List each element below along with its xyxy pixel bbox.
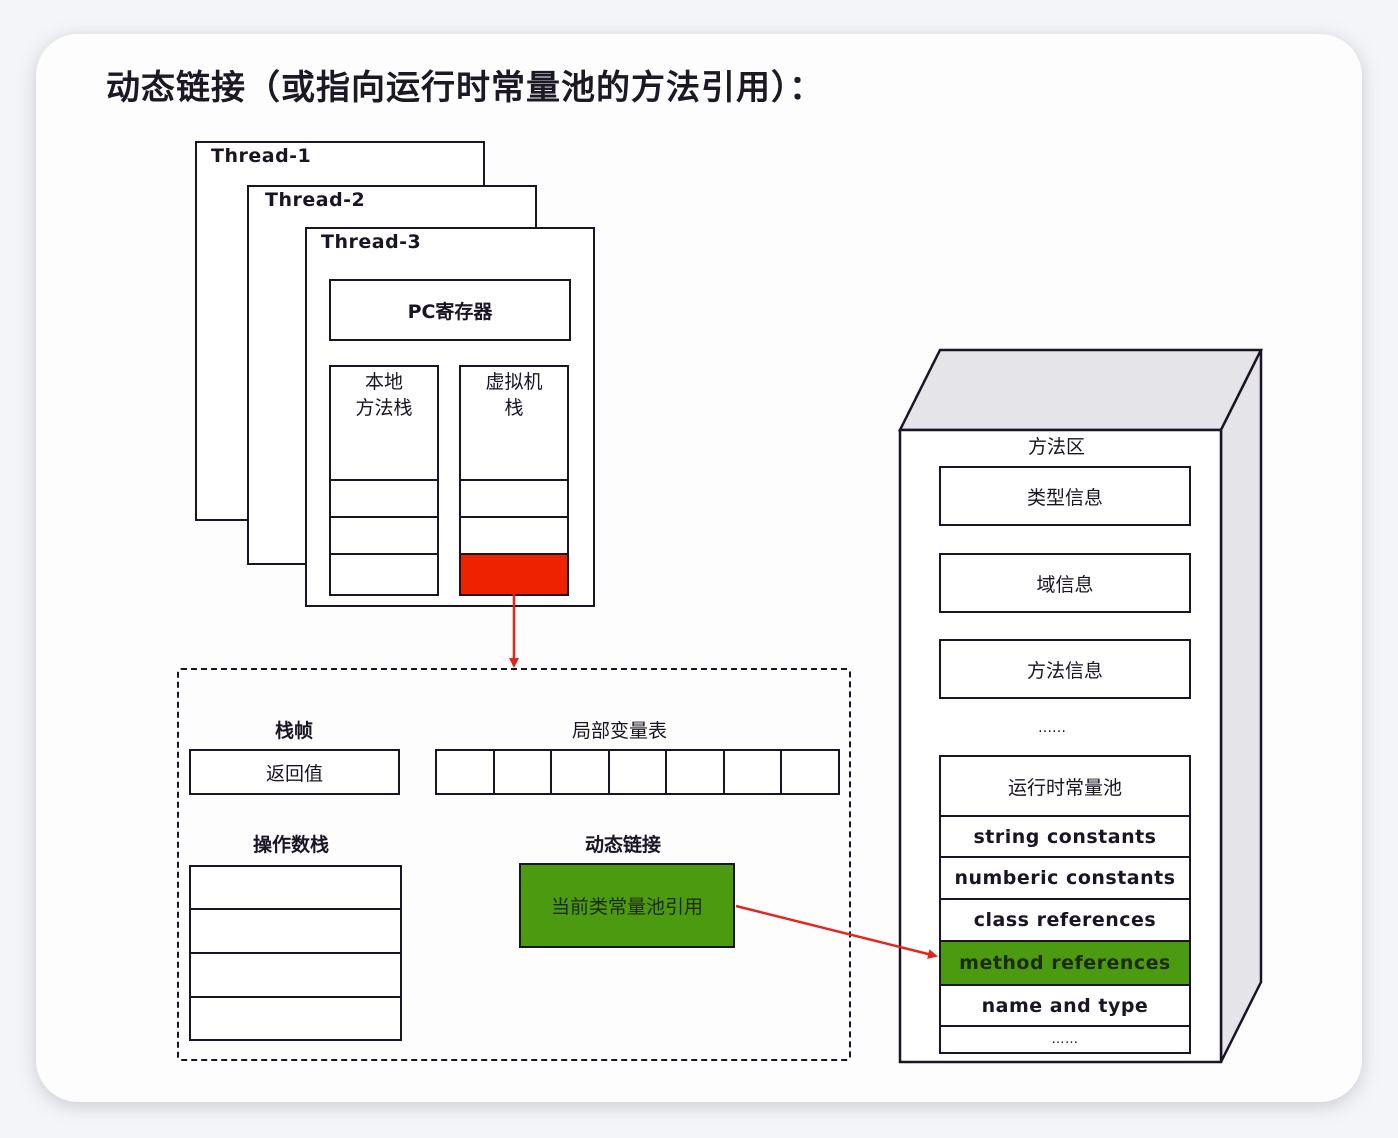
vm-stack-frame-current: [461, 553, 567, 594]
vm-stack-frame: [461, 479, 567, 516]
thread-2-label: Thread-2: [265, 189, 366, 211]
local-var-slot: [495, 751, 553, 793]
pool-row-method-references: method references: [941, 940, 1189, 984]
pool-row-numeric-constants: numberic constants: [941, 856, 1189, 898]
local-vars-table: [435, 749, 840, 795]
local-var-slot: [782, 751, 838, 793]
operand-slot: [191, 952, 400, 996]
local-var-slot: [437, 751, 495, 793]
local-var-slot: [610, 751, 668, 793]
vm-stack-frame: [461, 516, 567, 553]
method-area-label: 方法区: [1028, 436, 1086, 458]
thread-3-label: Thread-3: [321, 231, 422, 253]
return-value-box: 返回值: [189, 749, 400, 795]
return-value-label: 返回值: [265, 762, 323, 785]
local-var-slot: [552, 751, 610, 793]
native-method-stack-title: 本地 方法栈: [355, 371, 413, 419]
runtime-pool-title: 运行时常量池: [1007, 776, 1122, 799]
pool-row-ellipsis: ……: [941, 1025, 1189, 1052]
vm-stack-title: 虚拟机 栈: [485, 371, 543, 419]
native-stack-frame: [331, 479, 437, 516]
local-vars-label: 局部变量表: [572, 720, 668, 742]
method-area-item: 类型信息: [939, 466, 1191, 526]
stack-frame-detail: [177, 668, 851, 1061]
native-stack-frame: [331, 553, 437, 594]
pool-row-name-and-type: name and type: [941, 984, 1189, 1025]
runtime-constant-pool: 运行时常量池 string constants numberic constan…: [939, 755, 1191, 1054]
thread-1-label: Thread-1: [211, 145, 312, 167]
pc-register-label: PC寄存器: [407, 300, 493, 323]
operand-slot: [191, 996, 400, 1039]
pool-row-string-constants: string constants: [941, 815, 1189, 856]
native-stack-frame: [331, 516, 437, 553]
dynamic-linking-label: 动态链接: [585, 834, 662, 856]
constant-pool-reference: 当前类常量池引用: [519, 863, 735, 948]
pc-register: PC寄存器: [329, 279, 571, 341]
thread-3-panel: Thread-3 PC寄存器 本地 方法栈 虚拟机 栈: [305, 227, 595, 607]
pool-row-class-references: class references: [941, 898, 1189, 940]
page-title: 动态链接（或指向运行时常量池的方法引用）：: [106, 68, 824, 108]
vm-stack: 虚拟机 栈: [459, 365, 569, 596]
local-var-slot: [667, 751, 725, 793]
method-area-item: 域信息: [939, 553, 1191, 613]
stack-frame-label: 栈帧: [275, 720, 314, 742]
operand-stack: [189, 865, 402, 1041]
native-method-stack: 本地 方法栈: [329, 365, 439, 596]
method-area-item: 方法信息: [939, 639, 1191, 699]
method-area-ellipsis: ……: [1038, 720, 1066, 736]
local-var-slot: [725, 751, 783, 793]
operand-slot: [191, 908, 400, 952]
operand-stack-label: 操作数栈: [253, 834, 330, 856]
constant-pool-reference-label: 当前类常量池引用: [550, 896, 703, 918]
